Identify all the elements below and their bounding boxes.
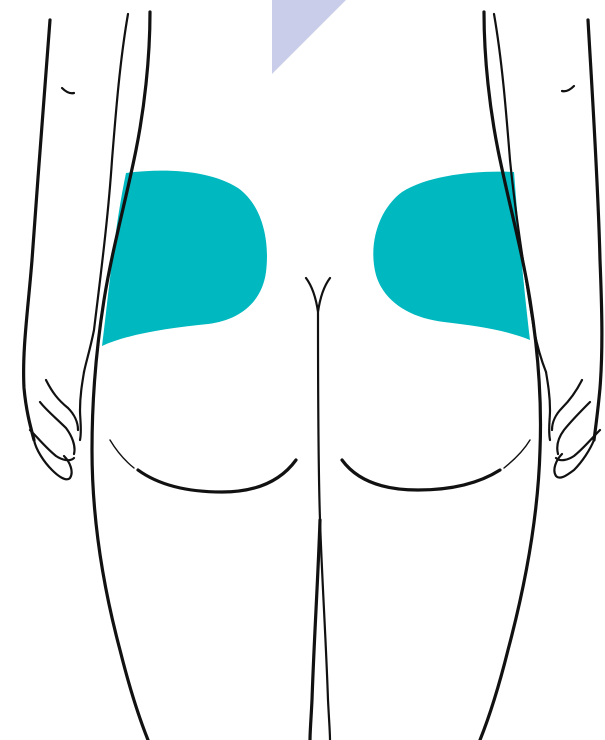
- right-elbow-mark: [562, 86, 574, 91]
- right-inner-thigh-line: [320, 520, 330, 740]
- left-elbow-mark: [62, 88, 74, 93]
- right-arm-outer-line: [588, 20, 602, 440]
- right-hand: [546, 372, 600, 478]
- right-body-outline: [480, 12, 541, 740]
- highlight-zone-right: [373, 172, 530, 340]
- gluteal-cleft-line: [306, 278, 330, 520]
- left-buttock-fold: [138, 460, 296, 492]
- right-buttock-fold: [342, 460, 500, 490]
- corner-triangle-shape: [272, 0, 346, 74]
- right-thigh-crease: [504, 440, 530, 468]
- left-arm-outer-line: [24, 20, 50, 440]
- left-body-outline: [92, 12, 150, 740]
- left-thigh-crease: [110, 440, 134, 468]
- left-hand: [30, 372, 84, 479]
- left-inner-thigh-line: [310, 520, 320, 740]
